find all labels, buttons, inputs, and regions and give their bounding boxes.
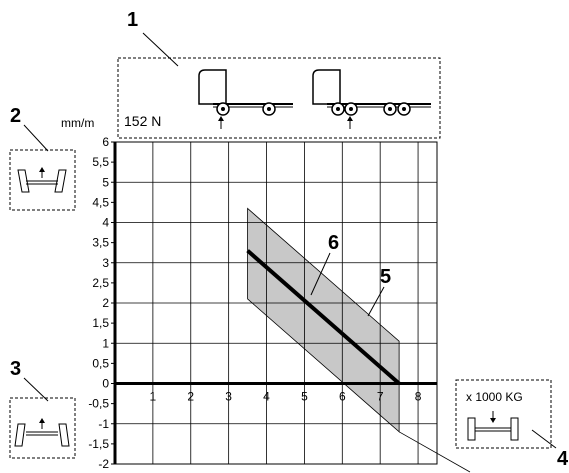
y-tick-label: 2,5	[92, 276, 109, 290]
y-tick-label: 4	[102, 216, 109, 230]
callout-3-leader	[23, 377, 49, 402]
x-tick-label: 5	[301, 390, 308, 404]
y-tick-label: 5,5	[92, 155, 109, 169]
y-tick-label: 1	[102, 336, 109, 350]
callout-6-leader	[310, 252, 331, 296]
adjustment-line	[246, 249, 401, 386]
callout-2-leader	[23, 124, 49, 152]
axle-detail-box-3	[9, 397, 76, 459]
axle-load-icon	[467, 411, 519, 441]
axle-icon-2	[17, 167, 67, 193]
extension	[398, 431, 471, 473]
x-tick-label: 7	[377, 390, 384, 404]
x-tick-label: 1	[150, 390, 157, 404]
callout-4-label: 4	[557, 448, 569, 470]
y-tick-label: -0,5	[88, 397, 109, 411]
y-tick-label: 6	[102, 135, 109, 149]
y-tick-label: 3,5	[92, 236, 109, 250]
x-tick-label: 8	[415, 390, 422, 404]
x-tick-label: 2	[187, 390, 194, 404]
y-unit-label: mm/m	[61, 116, 94, 130]
x-tick-label: 4	[263, 390, 270, 404]
y-tick-label: 4,5	[92, 195, 109, 209]
callout-3-label: 3	[10, 358, 21, 380]
truck-multi-axle-icon	[312, 69, 431, 129]
y-tick-label: -2	[98, 457, 109, 471]
truck-two-axle-icon	[198, 69, 293, 129]
y-tick-label: 1,5	[92, 316, 109, 330]
weight-unit-box	[455, 379, 552, 449]
x-axis-ticks: 1 2 3 4 5 6 7 8	[150, 390, 422, 404]
y-tick-label: -1,5	[88, 437, 109, 451]
y-tick-label: 2	[102, 296, 109, 310]
vehicle-box	[117, 57, 441, 139]
band-extension-line	[398, 431, 471, 473]
axle-icon-3	[14, 418, 70, 447]
callout-5-label: 5	[380, 266, 391, 288]
force-label: 152 N	[124, 113, 161, 129]
y-tick-label: 0	[102, 377, 109, 391]
callout-1-label: 1	[127, 9, 138, 31]
x-unit-label: x 1000 KG	[466, 390, 523, 404]
y-tick-label: 5	[102, 175, 109, 189]
callout-6-label: 6	[328, 232, 339, 254]
y-tick-label: 3	[102, 256, 109, 270]
axle-detail-box-2	[9, 149, 76, 211]
y-axis-ticks: 6 5,5 5 4,5 4 3,5 3 2,5 2 1,5 1 0,5 0 -0,5 -1 -1,5 -2	[88, 135, 115, 471]
callout-4-leader	[531, 429, 557, 449]
y-tick-label: -1	[98, 417, 109, 431]
callout-1-leader	[142, 32, 179, 67]
y-tick-label: 0,5	[92, 356, 109, 370]
callout-2-label: 2	[10, 105, 21, 127]
x-tick-label: 3	[225, 390, 232, 404]
x-tick-label: 6	[339, 390, 346, 404]
callout-5-leader	[367, 286, 385, 317]
series	[246, 249, 401, 386]
